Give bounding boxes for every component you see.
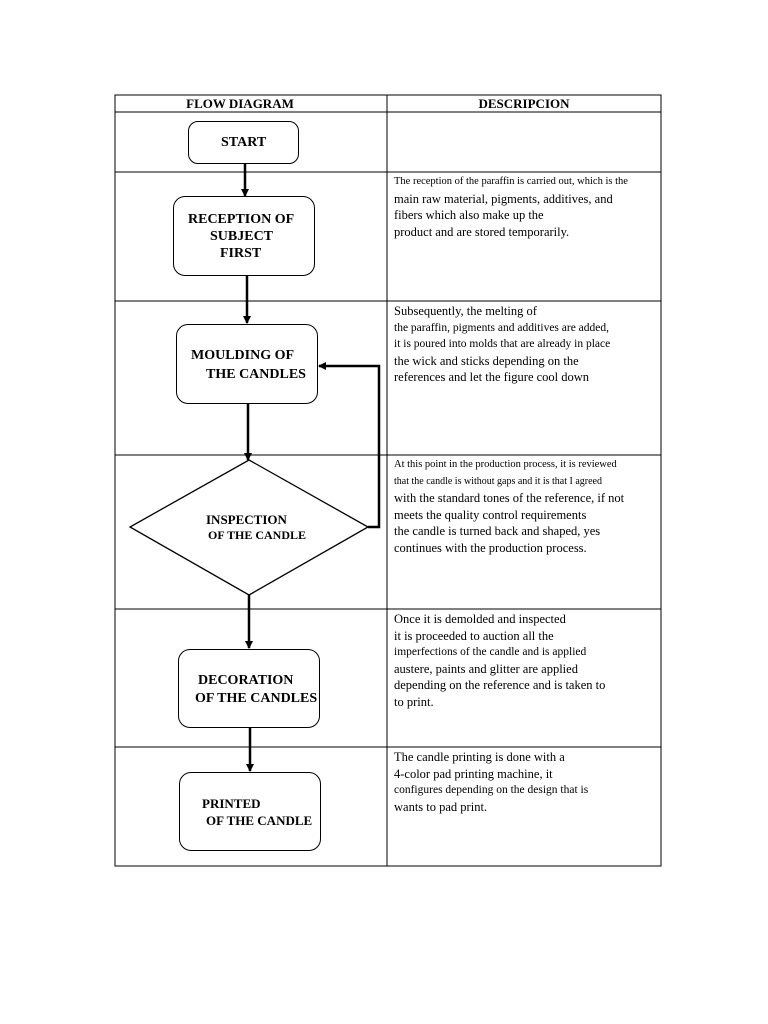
reception-box bbox=[173, 196, 315, 276]
description-decoration-line: depending on the reference and is taken … bbox=[394, 678, 606, 692]
decoration-label-line2: OF THE CANDLES bbox=[195, 691, 318, 706]
description-reception: The reception of the paraffin is carried… bbox=[394, 174, 656, 240]
reception-label-line2: SUBJECT bbox=[210, 229, 274, 244]
printed-box bbox=[179, 772, 321, 851]
description-inspection-line: the candle is turned back and shaped, ye… bbox=[394, 524, 601, 538]
description-inspection-line: At this point in the production process,… bbox=[394, 459, 617, 470]
flow-arrows bbox=[241, 164, 381, 772]
printed-label-line1: PRINTED bbox=[202, 796, 261, 811]
description-inspection-line: continues with the production process. bbox=[394, 540, 587, 555]
description-printed-line: configures depending on the design that … bbox=[394, 784, 589, 796]
description-reception-line: product and are stored temporarily. bbox=[394, 224, 570, 239]
description-reception-line: The reception of the paraffin is carried… bbox=[394, 176, 628, 187]
description-inspection-line: meets the quality control requirements bbox=[394, 507, 587, 522]
header-description: DESCRIPCION bbox=[478, 96, 570, 111]
decoration-box bbox=[178, 649, 320, 728]
moulding-label-line2: THE CANDLES bbox=[206, 367, 306, 382]
description-moulding-line: it is poured into molds that are already… bbox=[394, 338, 611, 350]
description-decoration: Once it is demolded and inspected it is … bbox=[394, 611, 656, 710]
description-decoration-line: Once it is demolded and inspected bbox=[394, 612, 566, 626]
description-printed-line: 4-color pad printing machine, it bbox=[394, 766, 553, 781]
description-decoration-line: it is proceeded to auction all the bbox=[394, 628, 554, 643]
header-flow-diagram: FLOW DIAGRAM bbox=[186, 96, 294, 111]
description-decoration-line: austere, paints and glitter are applied bbox=[394, 661, 578, 676]
arrow-inspection-loop-back bbox=[318, 362, 381, 529]
reception-label-line3: FIRST bbox=[220, 246, 262, 261]
table-grid bbox=[114, 94, 662, 867]
description-reception-line: fibers which also make up the bbox=[394, 208, 544, 222]
printed-label-line2: OF THE CANDLE bbox=[206, 813, 313, 828]
description-moulding: Subsequently, the melting of the paraffi… bbox=[394, 303, 656, 386]
description-inspection-line: with the standard tones of the reference… bbox=[394, 491, 625, 505]
description-moulding-line: the wick and sticks depending on the bbox=[394, 353, 579, 368]
start-box bbox=[188, 121, 299, 164]
description-moulding-line: the paraffin, pigments and additives are… bbox=[394, 321, 610, 334]
description-inspection: At this point in the production process,… bbox=[394, 457, 656, 556]
description-moulding-line: references and let the figure cool down bbox=[394, 370, 590, 384]
moulding-box bbox=[176, 324, 318, 404]
description-printed-line: The candle printing is done with a bbox=[394, 750, 565, 764]
description-printed-line: wants to pad print. bbox=[394, 799, 488, 814]
description-decoration-line: to print. bbox=[394, 694, 434, 709]
description-decoration-line: imperfections of the candle and is appli… bbox=[394, 646, 587, 658]
reception-label-line1: RECEPTION OF bbox=[188, 212, 295, 227]
description-moulding-line: Subsequently, the melting of bbox=[394, 304, 537, 318]
description-printed: The candle printing is done with a 4-col… bbox=[394, 749, 656, 815]
inspection-label-line2: OF THE CANDLE bbox=[208, 528, 307, 542]
moulding-label-line1: MOULDING OF bbox=[191, 348, 295, 363]
decoration-label-line1: DECORATION bbox=[198, 673, 294, 688]
inspection-label-line1: INSPECTION bbox=[206, 512, 287, 527]
description-inspection-line: that the candle is without gaps and it i… bbox=[394, 475, 602, 487]
start-label: START bbox=[221, 135, 267, 150]
description-reception-line: main raw material, pigments, additives, … bbox=[394, 191, 613, 206]
